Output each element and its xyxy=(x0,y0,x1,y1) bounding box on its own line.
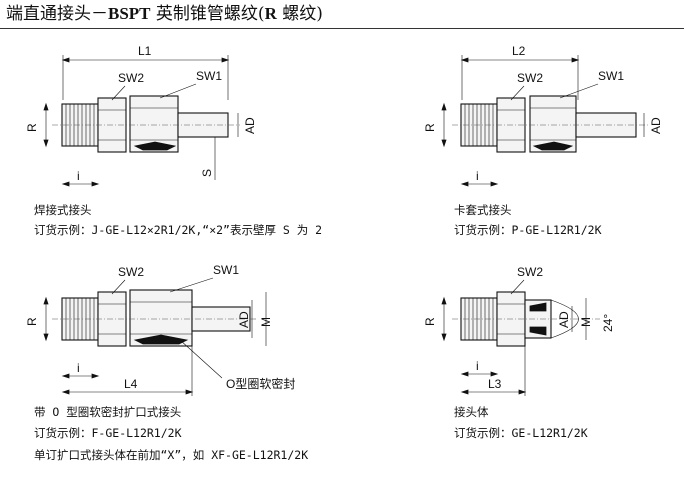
fig1-sw1-label: SW1 xyxy=(196,69,222,83)
fig4-example: 订货示例：GE-L12R1/2K xyxy=(454,426,588,440)
fig2-r-label: R xyxy=(423,123,437,132)
fig2-example: 订货示例：P-GE-L12R1/2K xyxy=(454,223,602,237)
fig3-note: 单订扩口式接头体在前加“X”，如 XF-GE-L12R1/2K xyxy=(34,448,309,462)
fig2-sw2-label: SW2 xyxy=(517,71,543,85)
fig3-example: 订货示例：F-GE-L12R1/2K xyxy=(34,426,182,440)
fig2-ad-label: AD xyxy=(649,117,663,134)
fig1-r-label: R xyxy=(25,123,39,132)
fig4-sw2-label: SW2 xyxy=(517,265,543,279)
fig4-caption: 接头体 xyxy=(454,405,489,419)
fig1-sw2-label: SW2 xyxy=(118,71,144,85)
fig1-l-label: L1 xyxy=(138,44,152,58)
fig1-ad-label: AD xyxy=(243,117,257,134)
fig4-l-label: L3 xyxy=(488,377,502,391)
fig1-i-label: i xyxy=(77,169,80,183)
fig2-i-label: i xyxy=(476,169,479,183)
fig3-r-label: R xyxy=(25,317,39,326)
fig3-sw2-label: SW2 xyxy=(118,265,144,279)
page-title: 端直通接头－BSPT 英制锥管螺纹(R 螺纹) xyxy=(6,4,323,24)
fig4-r-label: R xyxy=(423,317,437,326)
fig2-sw1-label: SW1 xyxy=(598,69,624,83)
fig3-i-label: i xyxy=(77,361,80,375)
fig3-l-label: L4 xyxy=(124,377,138,391)
fig3-ad-label: AD xyxy=(237,311,251,328)
fig2-l-label: L2 xyxy=(512,44,526,58)
fig4-angle-label: 24° xyxy=(601,314,615,332)
fig3-seal-label: O型圈软密封 xyxy=(226,376,295,391)
fig2-caption: 卡套式接头 xyxy=(454,203,512,217)
fig1-s-label: S xyxy=(200,169,214,177)
fig1-example: 订货示例：J-GE-L12×2R1/2K,“×2”表示壁厚 S 为 2 xyxy=(34,223,323,237)
fig1-caption: 焊接式接头 xyxy=(34,203,92,217)
fig4-i-label: i xyxy=(476,359,479,373)
fig3-sw1-label: SW1 xyxy=(213,263,239,277)
fig3-caption: 带 O 型圈软密封扩口式接头 xyxy=(34,405,182,419)
fig4-m-label: M xyxy=(579,317,593,327)
title-divider xyxy=(0,28,684,29)
fig4-ad-label: AD xyxy=(557,311,571,328)
fig3-m-label: M xyxy=(259,317,273,327)
